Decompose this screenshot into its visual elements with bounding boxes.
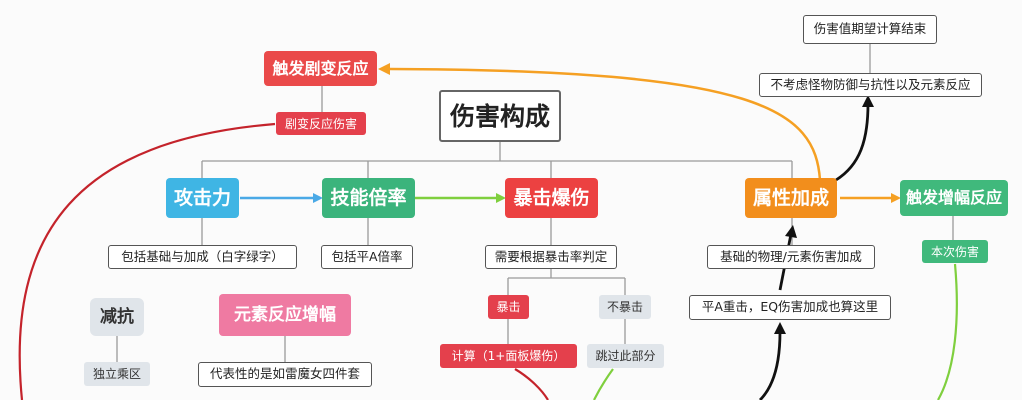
crit-calc-label: 计算（1+面板爆伤） (451, 349, 566, 363)
elem-reaction-note[interactable]: 代表性的是如雷魔女四件套 (198, 362, 372, 387)
crit-tag-label: 暴击 (496, 300, 521, 314)
root-label: 伤害构成 (449, 101, 550, 131)
crit-node[interactable]: 暴击爆伤 (505, 178, 598, 218)
expected-end-label: 伤害值期望计算结束 (813, 21, 927, 37)
transform-damage-label: 剧变反应伤害 (284, 116, 357, 131)
element-bonus-node[interactable]: 属性加成 (745, 178, 837, 218)
transform-reaction-node[interactable]: 触发剧变反应 (264, 51, 377, 86)
crit-note[interactable]: 需要根据暴击率判定 (485, 245, 617, 269)
this-damage-tag[interactable]: 本次伤害 (922, 240, 988, 263)
crit-label: 暴击爆伤 (513, 186, 590, 209)
this-damage-label: 本次伤害 (930, 244, 979, 259)
element-note-2-label: 平A重击，EQ伤害加成也算这里 (701, 299, 879, 315)
amplify-reaction-label: 触发增幅反应 (905, 188, 1002, 207)
nocrit-tag-label: 不暴击 (606, 300, 643, 314)
element-note-1-label: 基础的物理/元素伤害加成 (720, 248, 862, 264)
root-node[interactable]: 伤害构成 (439, 90, 561, 142)
attack-note-label: 包括基础与加成（白字绿字） (121, 248, 284, 264)
skill-label: 技能倍率 (330, 186, 407, 209)
element-note-2[interactable]: 平A重击，EQ伤害加成也算这里 (689, 295, 891, 320)
nocrit-tag[interactable]: 不暴击 (599, 295, 651, 319)
ignore-defense-label: 不考虑怪物防御与抗性以及元素反应 (770, 76, 971, 92)
crit-note-label: 需要根据暴击率判定 (494, 248, 608, 264)
independent-multiplier-label: 独立乘区 (92, 367, 141, 381)
skill-note-label: 包括平A倍率 (331, 248, 403, 264)
res-reduction-node[interactable]: 减抗 (90, 298, 144, 336)
transform-reaction-label: 触发剧变反应 (272, 58, 369, 78)
elem-reaction-node[interactable]: 元素反应增幅 (219, 294, 351, 336)
element-note-1[interactable]: 基础的物理/元素伤害加成 (707, 245, 875, 269)
expected-end-node[interactable]: 伤害值期望计算结束 (803, 15, 937, 44)
transform-damage-tag[interactable]: 剧变反应伤害 (276, 112, 366, 135)
skip-label: 跳过此部分 (595, 349, 656, 363)
attack-note[interactable]: 包括基础与加成（白字绿字） (108, 245, 297, 269)
elem-reaction-label: 元素反应增幅 (234, 304, 336, 325)
res-reduction-label: 减抗 (100, 306, 134, 327)
attack-node[interactable]: 攻击力 (166, 178, 239, 218)
skip-tag[interactable]: 跳过此部分 (587, 344, 664, 368)
attack-label: 攻击力 (173, 186, 231, 209)
amplify-reaction-node[interactable]: 触发增幅反应 (900, 180, 1008, 216)
crit-tag[interactable]: 暴击 (488, 295, 529, 319)
independent-multiplier-tag[interactable]: 独立乘区 (84, 362, 150, 386)
elem-reaction-note-label: 代表性的是如雷魔女四件套 (209, 366, 360, 382)
element-bonus-label: 属性加成 (752, 186, 829, 209)
ignore-defense-node[interactable]: 不考虑怪物防御与抗性以及元素反应 (759, 73, 982, 97)
skill-node[interactable]: 技能倍率 (322, 178, 415, 218)
skill-note[interactable]: 包括平A倍率 (321, 245, 413, 269)
crit-calc-tag[interactable]: 计算（1+面板爆伤） (440, 344, 577, 368)
